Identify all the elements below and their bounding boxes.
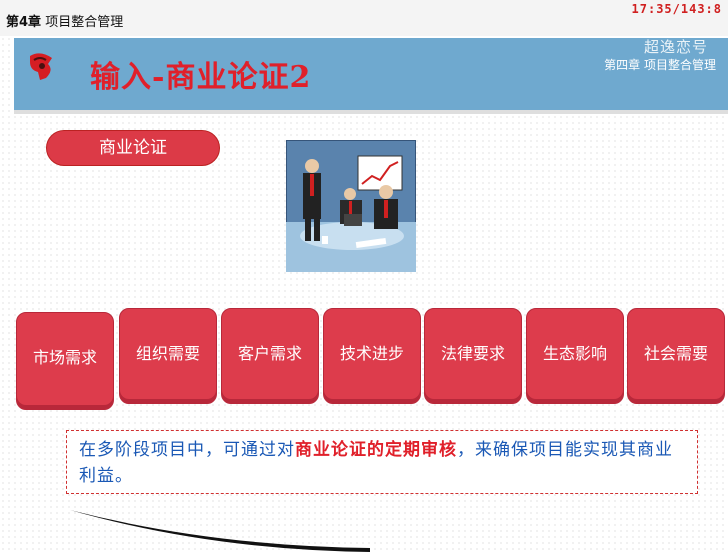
card-market-demand: 市场需求 [16, 312, 114, 410]
summary-text: 在多阶段项目中，可通过对商业论证的定期审核，来确保项目能实现其商业利益。 [79, 440, 673, 486]
card-ecological-impact: 生态影响 [526, 308, 624, 404]
decorative-swoosh [70, 510, 370, 552]
card-legal-requirement: 法律要求 [424, 308, 522, 404]
logo-icon [30, 53, 52, 80]
card-customer-request: 客户需求 [221, 308, 319, 404]
card-social-need: 社会需要 [627, 308, 725, 404]
section-pill: 商业论证 [46, 130, 220, 166]
slide-title: 输入-商业论证2 [90, 60, 312, 95]
card-technological-advance: 技术进步 [323, 308, 421, 404]
time-counter: 17:35/143:8 [631, 2, 722, 16]
business-meeting-illustration [286, 140, 416, 272]
header-subtitle: 第四章 项目整合管理 [604, 58, 716, 72]
top-bar: 第4章 项目整合管理 17:35/143:8 [0, 0, 728, 37]
highlight-text: 商业论证的定期审核 [295, 440, 457, 460]
slide: 输入-商业论证2 超逸恋号 第四章 项目整合管理 商业论证 市场需求 组织需要 … [0, 36, 728, 552]
factor-cards: 市场需求 组织需要 客户需求 技术进步 法律要求 生态影响 社会需要 [0, 308, 728, 410]
card-organizational-need: 组织需要 [119, 308, 217, 404]
brand-watermark: 超逸恋号 [643, 38, 708, 56]
slide-header: 输入-商业论证2 超逸恋号 第四章 项目整合管理 [14, 38, 728, 110]
chapter-label: 第4章 项目整合管理 [6, 15, 124, 30]
summary-callout: 在多阶段项目中，可通过对商业论证的定期审核，来确保项目能实现其商业利益。 [66, 430, 698, 494]
